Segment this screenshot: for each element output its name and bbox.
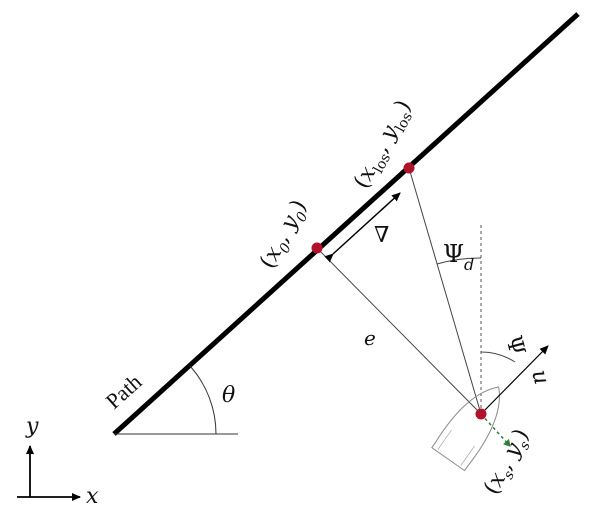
psi-d-sub: d <box>464 255 474 274</box>
x-axis-label: x <box>86 484 99 509</box>
theta-arc <box>189 365 217 435</box>
path-label: Path <box>101 369 147 414</box>
theta-label: θ <box>222 383 235 408</box>
e-label: e <box>364 326 376 350</box>
psi-label: Ψ <box>500 333 529 358</box>
lookahead-arrow <box>324 192 401 263</box>
cross-track-line <box>316 247 482 415</box>
point-xlos-ylos-label: (xlos, ylos) <box>349 96 420 195</box>
y-axis-label: y <box>25 414 39 439</box>
psi-arc <box>480 351 516 363</box>
surge-velocity-arrow <box>480 345 549 415</box>
sway-velocity-arrow <box>480 413 511 447</box>
point-xs-ys <box>475 408 487 420</box>
psi-d-base: Ψ <box>443 240 464 268</box>
u-label: u <box>526 367 554 387</box>
vessel-shape <box>431 386 500 472</box>
point-xlos-ylos <box>403 162 415 174</box>
los-line <box>408 167 482 415</box>
psi-d-label: Ψd <box>443 240 474 274</box>
path-line <box>112 12 580 436</box>
psi-d-arc <box>436 257 482 265</box>
delta-label: ∇ <box>374 223 389 248</box>
point-x0-y0 <box>311 242 323 254</box>
